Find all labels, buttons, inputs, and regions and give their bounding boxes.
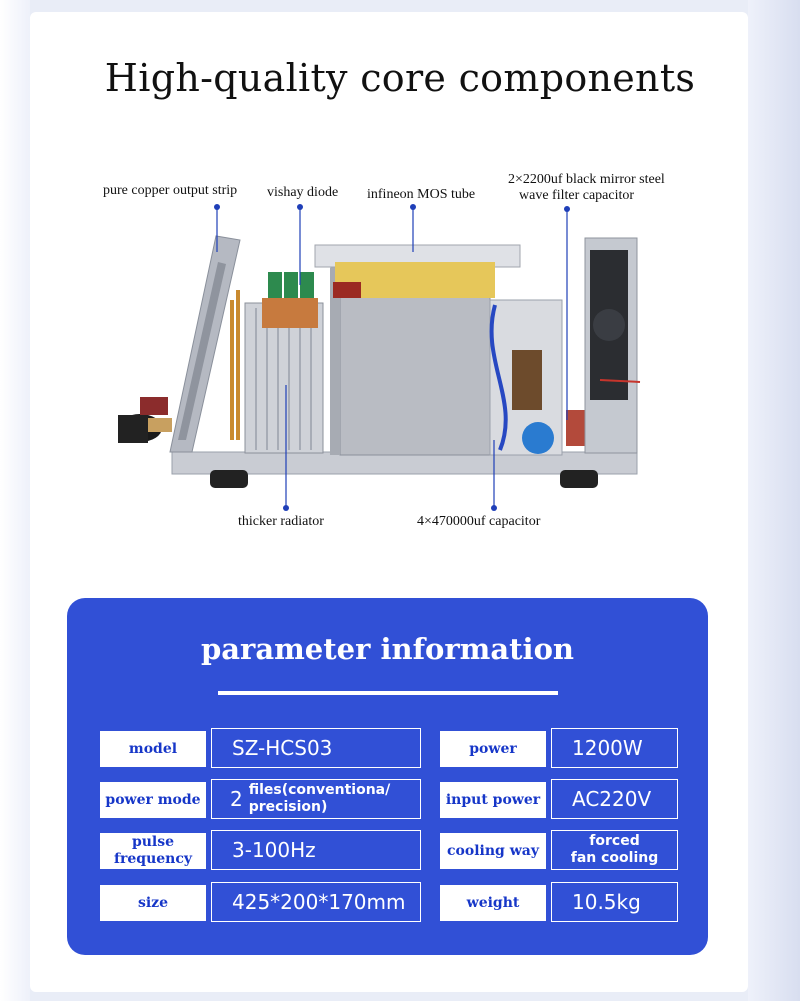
value-model: SZ-HCS03: [211, 728, 421, 768]
label-input-power: input power: [440, 782, 546, 818]
label-diode: vishay diode: [267, 185, 339, 200]
page-edge-left: [0, 0, 30, 1001]
label-pulse-frequency-line2: frequency: [113, 851, 193, 867]
power-mode-text-line1: files(conventiona/: [248, 782, 391, 798]
title-divider: [218, 691, 558, 695]
label-pulse-frequency: pulse frequency: [100, 833, 206, 869]
power-mode-text: files(conventiona/ precision): [249, 782, 391, 816]
label-copper-strip: pure copper output strip: [103, 183, 238, 198]
label-size: size: [100, 885, 206, 921]
value-power: 1200W: [551, 728, 678, 768]
label-filter-capacitor-line1: 2×2200uf black mirror steel: [508, 172, 665, 187]
label-filter-capacitor-line2: wave filter capacitor: [519, 188, 635, 203]
value-power-mode: 2 files(conventiona/ precision): [211, 779, 421, 819]
power-mode-text-line2: precision): [248, 799, 328, 815]
parameter-title: parameter information: [200, 632, 574, 666]
machine-illustration: [118, 204, 641, 511]
label-power-mode: power mode: [100, 782, 206, 818]
value-size: 425*200*170mm: [211, 882, 421, 922]
label-capacitor: 4×470000uf capacitor: [417, 514, 541, 529]
label-radiator: thicker radiator: [238, 514, 324, 529]
value-weight: 10.5kg: [551, 882, 678, 922]
label-weight: weight: [440, 885, 546, 921]
value-cooling-way-line1: forced: [589, 833, 640, 849]
page-edge-right: [748, 0, 800, 1001]
value-cooling-way-line2: fan cooling: [570, 850, 659, 866]
label-pulse-frequency-line1: pulse: [131, 834, 175, 850]
label-cooling-way: cooling way: [440, 833, 546, 869]
page-title: High-quality core components: [104, 56, 696, 100]
value-pulse-frequency: 3-100Hz: [211, 830, 421, 870]
label-model: model: [100, 731, 206, 767]
label-mos-tube: infineon MOS tube: [367, 187, 476, 202]
power-mode-number: 2: [230, 786, 243, 811]
value-input-power: AC220V: [551, 779, 678, 819]
label-power: power: [440, 731, 546, 767]
value-cooling-way: forced fan cooling: [551, 830, 678, 870]
